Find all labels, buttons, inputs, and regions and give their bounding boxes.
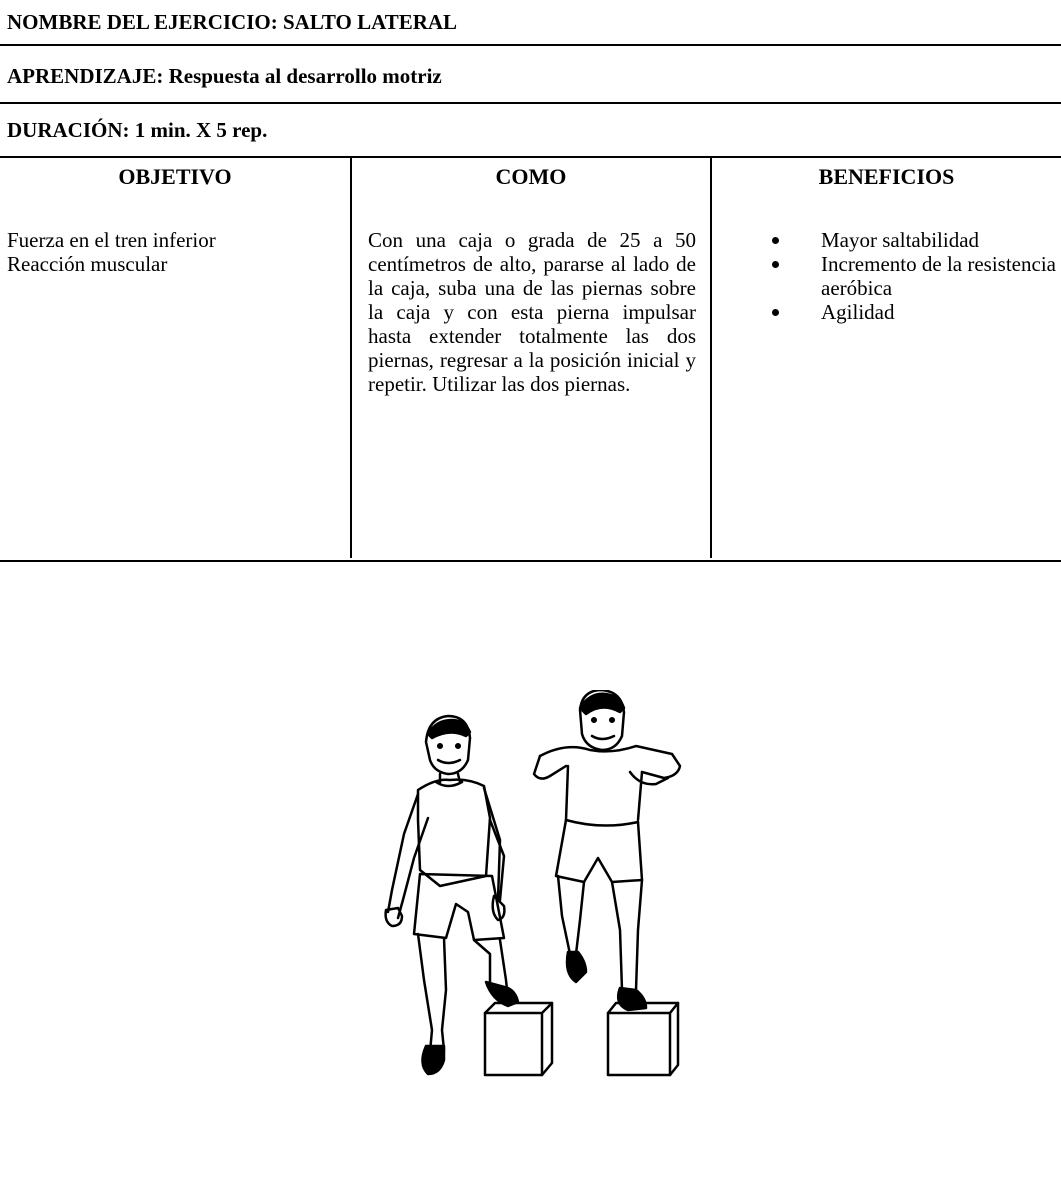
bullet-icon [772, 261, 779, 268]
how-heading: COMO [495, 164, 567, 189]
duration-row: DURACIÓN: 1 min. X 5 rep. [0, 104, 1061, 158]
how-column: COMO Con una caja o grada de 25 a 50 cen… [352, 158, 712, 558]
benefits-heading: BENEFICIOS [818, 164, 955, 189]
figure-left [384, 714, 520, 1076]
exercise-name: NOMBRE DEL EJERCICIO: SALTO LATERAL [7, 10, 458, 34]
bullet-icon [772, 309, 779, 316]
learning-text: APRENDIZAJE: Respuesta al desarrollo mot… [7, 64, 442, 88]
benefit-item: Incremento de la resistencia aeróbica [712, 252, 1061, 300]
benefit-item: Mayor saltabilidad [712, 228, 1061, 252]
objective-line: Reacción muscular [7, 252, 168, 276]
exercise-name-row: NOMBRE DEL EJERCICIO: SALTO LATERAL [0, 0, 1061, 46]
benefits-list: Mayor saltabilidad Incremento de la resi… [712, 228, 1061, 324]
objective-text: Fuerza en el tren inferior Reacción musc… [7, 228, 350, 276]
exercise-table: OBJETIVO Fuerza en el tren inferior Reac… [0, 158, 1061, 562]
box-right [606, 1001, 680, 1077]
duration-text: DURACIÓN: 1 min. X 5 rep. [7, 118, 268, 142]
figure-right [532, 690, 682, 1012]
learning-row: APRENDIZAJE: Respuesta al desarrollo mot… [0, 46, 1061, 104]
bullet-icon [772, 237, 779, 244]
box-left [483, 1001, 554, 1077]
benefits-column: BENEFICIOS Mayor saltabilidad Incremento… [712, 158, 1061, 558]
objective-heading: OBJETIVO [118, 164, 232, 189]
how-text: Con una caja o grada de 25 a 50 centímet… [368, 228, 696, 396]
benefit-item: Agilidad [712, 300, 1061, 324]
exercise-illustration [384, 690, 682, 1077]
objective-line: Fuerza en el tren inferior [7, 228, 216, 252]
objective-column: OBJETIVO Fuerza en el tren inferior Reac… [0, 158, 352, 558]
